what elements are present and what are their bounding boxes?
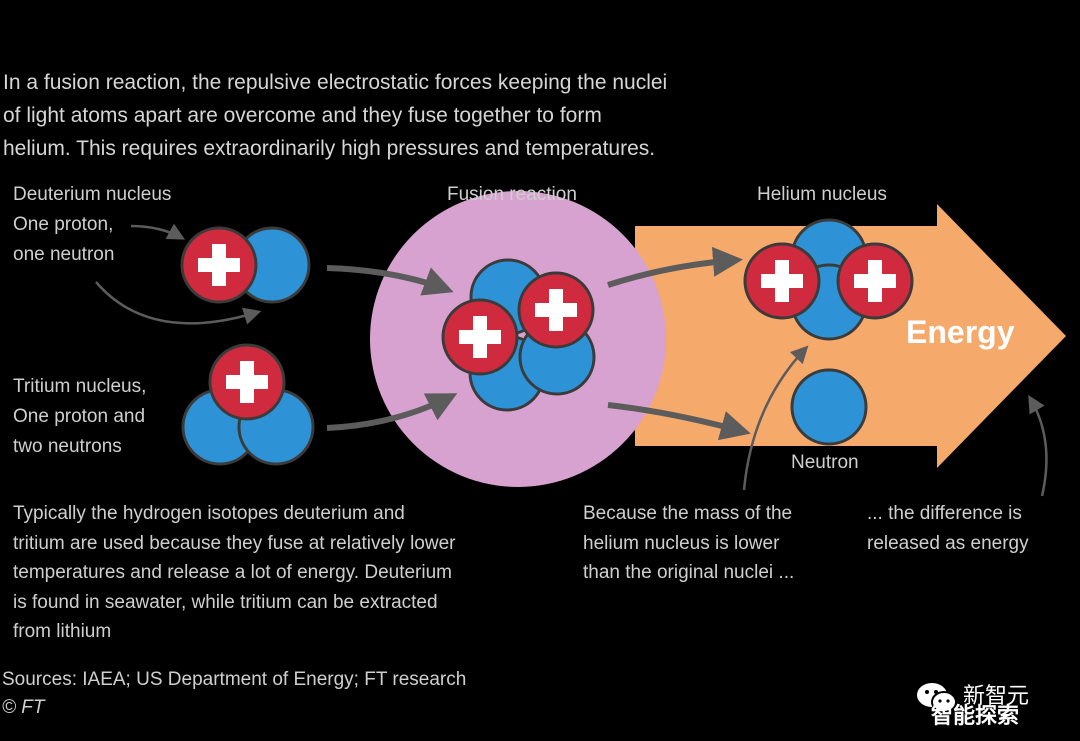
sources-line: Sources: IAEA; US Department of Energy; … — [2, 669, 467, 690]
tritium-title: Tritium nucleus, — [13, 376, 147, 397]
deuterium-desc-line: one neutron — [13, 244, 115, 265]
pointer-arrow-mass — [742, 345, 809, 491]
note-line: released as energy — [867, 532, 1029, 554]
note-line: ... the difference is — [867, 503, 1022, 524]
note-line: Because the mass of the — [583, 503, 793, 524]
flow-arrow-helium — [607, 246, 743, 288]
tritium-nucleus — [181, 343, 315, 466]
flow-arrow-deuterium — [326, 265, 454, 296]
proton-icon — [836, 242, 914, 320]
wechat-icon — [917, 683, 957, 713]
intro-paragraph: In a fusion reaction, the repulsive elec… — [3, 66, 783, 165]
tritium-desc-line: two neutrons — [13, 436, 122, 457]
released-neutron — [790, 368, 868, 446]
proton-icon — [441, 298, 519, 376]
note-line: from lithium — [13, 621, 112, 642]
difference-note: ... the difference is released as energy — [867, 499, 1067, 558]
intro-line: helium. This requires extraordinarily hi… — [3, 137, 656, 160]
deuterium-title: Deuterium nucleus — [13, 184, 172, 205]
proton-icon — [517, 271, 595, 349]
helium-nucleus-title: Helium nucleus — [757, 184, 887, 205]
proton-icon — [208, 343, 286, 421]
fusion-reaction-title: Fusion reaction — [447, 184, 577, 205]
watermark-line: 智能探索 — [931, 704, 1020, 729]
flow-arrow-neutron — [607, 402, 751, 441]
deuterium-desc-line: One proton, — [13, 214, 114, 235]
note-line: helium nucleus is lower — [583, 532, 780, 554]
pointer-arrow-difference — [1028, 394, 1048, 497]
watermark: 新智元 智能探索 — [915, 676, 1075, 729]
note-line: Typically the hydrogen isotopes deuteriu… — [13, 503, 405, 524]
mass-note: Because the mass of the helium nucleus i… — [583, 499, 843, 588]
note-line: than the original nuclei ... — [583, 562, 795, 583]
copyright-line: © FT — [2, 697, 45, 718]
note-line: tritium are used because they fuse at re… — [13, 532, 456, 554]
proton-icon — [180, 226, 258, 304]
pointer-arrow-one-proton — [130, 223, 186, 240]
tritium-desc-line: One proton and — [13, 406, 146, 427]
neutron-label: Neutron — [791, 452, 859, 473]
watermark-line: 新智元 — [963, 684, 1030, 709]
note-line: is found in seawater, while tritium can … — [13, 591, 438, 613]
isotopes-note: Typically the hydrogen isotopes deuteriu… — [13, 499, 533, 647]
intro-line: In a fusion reaction, the repulsive elec… — [3, 71, 668, 94]
flow-arrow-tritium — [326, 393, 458, 431]
deuterium-nucleus — [180, 226, 311, 304]
energy-label: Energy — [906, 314, 1015, 350]
intro-line: of light atoms apart are overcome and th… — [3, 104, 602, 127]
pointer-arrow-one-neutron — [95, 281, 262, 325]
proton-icon — [743, 242, 821, 320]
note-line: temperatures and release a lot of energy… — [13, 562, 452, 583]
